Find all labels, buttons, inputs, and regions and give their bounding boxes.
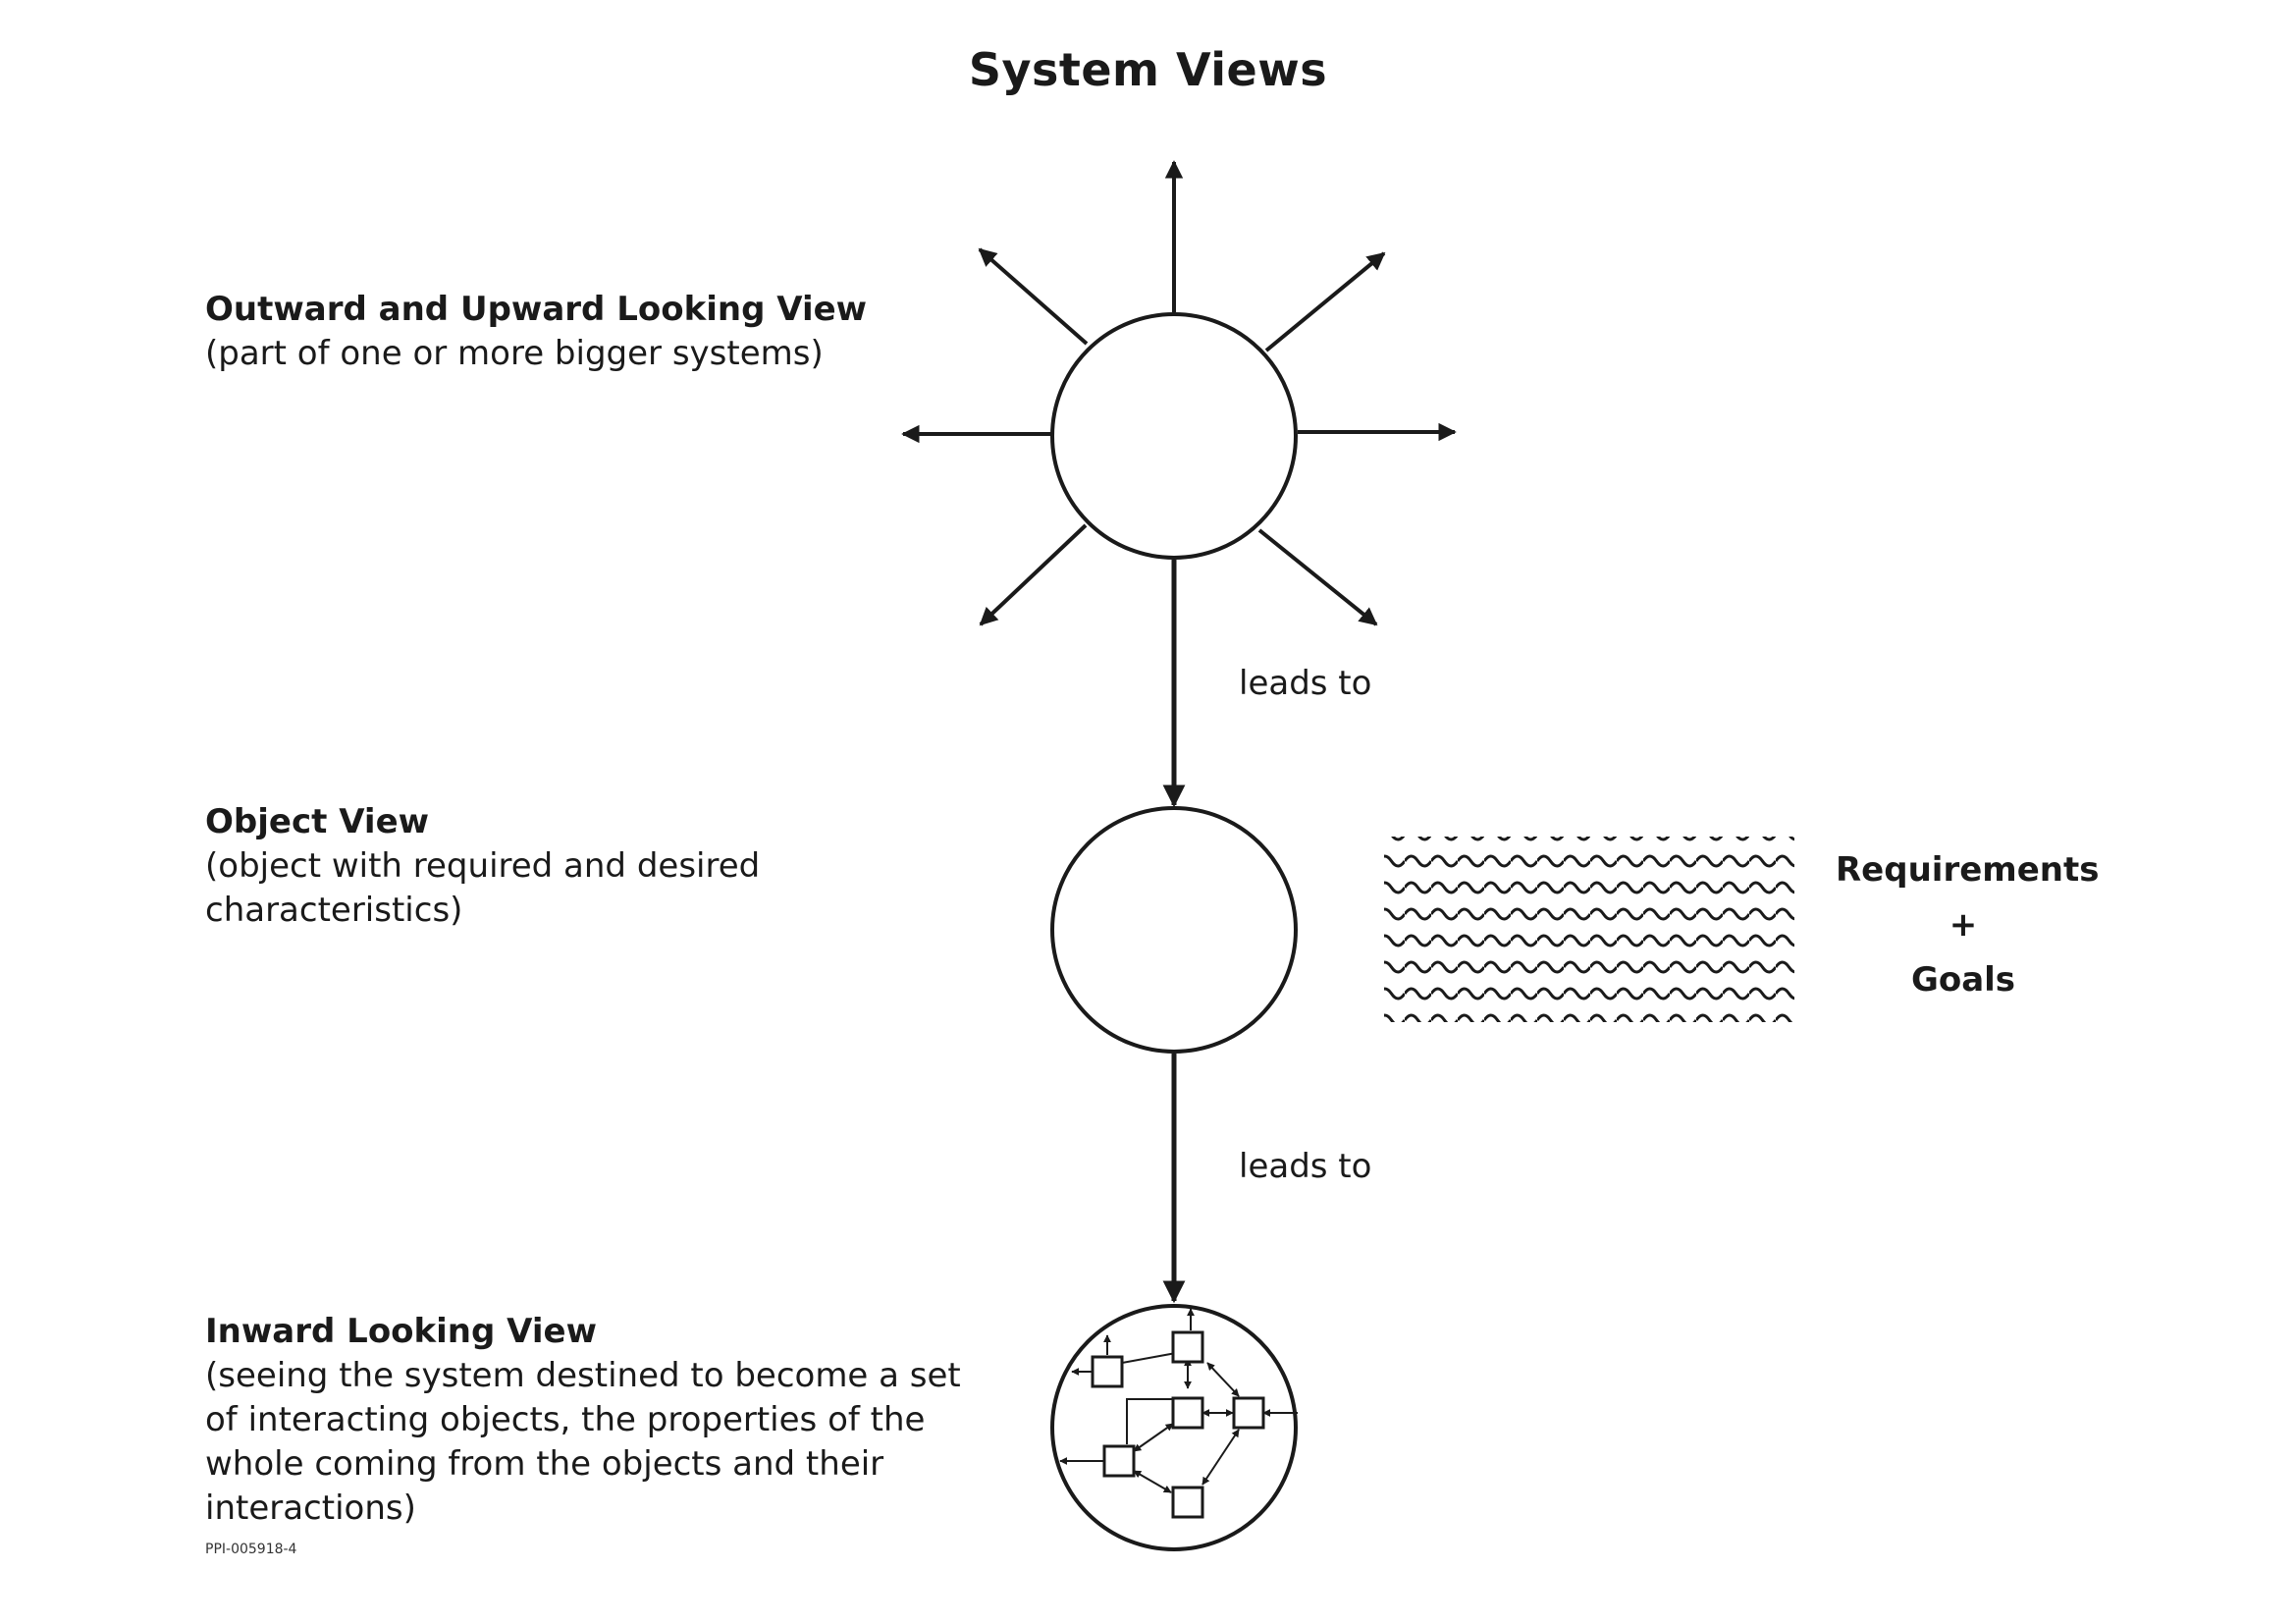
inward-view-graphic (1050, 1304, 1298, 1551)
leads-to-label-2: leads to (1239, 1147, 1372, 1186)
outward-view-heading: Outward and Upward Looking View (205, 290, 868, 329)
object-view-heading: Object View (205, 802, 430, 841)
object-view-circle (1050, 806, 1298, 1054)
object-box (1171, 1396, 1204, 1430)
outward-arrow-up-left (978, 247, 1089, 346)
outward-view-graphic (901, 160, 1457, 626)
interaction-link (1133, 1470, 1172, 1493)
goals-label: Goals (1910, 960, 2016, 1000)
outward-system-circle (1050, 312, 1298, 560)
object-box (1102, 1444, 1136, 1478)
requirements-wavy-lines (1384, 837, 1794, 1022)
interaction-link (1126, 1398, 1173, 1444)
outward-arrow-down-left (979, 523, 1088, 626)
leads-to-label-1: leads to (1239, 664, 1372, 703)
inward-view-label: Inward Looking View (seeing the system d… (205, 1310, 961, 1531)
interaction-link (1201, 1429, 1240, 1486)
object-box (1171, 1330, 1204, 1364)
object-box (1171, 1486, 1204, 1519)
page-title: System Views (968, 43, 1328, 96)
interaction-link (1133, 1423, 1174, 1452)
plus-label: + (1949, 905, 1978, 945)
outward-view-description: (part of one or more bigger systems) (205, 334, 824, 373)
object-view-description: (object with required and desired charac… (205, 846, 761, 930)
inward-view-heading: Inward Looking View (205, 1312, 598, 1351)
outward-arrow-up-right (1264, 251, 1386, 352)
object-view-label: Object View (object with required and de… (205, 800, 760, 933)
figure-code: PPI-005918-4 (205, 1542, 297, 1557)
outward-arrow-down-right (1257, 528, 1378, 626)
object-box (1091, 1355, 1124, 1388)
interaction-link (1206, 1362, 1240, 1397)
requirements-label: Requirements (1836, 850, 2100, 890)
interaction-link (1121, 1352, 1177, 1364)
inward-view-description: (seeing the system destined to become a … (205, 1356, 961, 1528)
outward-view-label: Outward and Upward Looking View (part of… (205, 288, 867, 376)
requirements-goals-annotation: Requirements + Goals (1836, 842, 2100, 1007)
object-box (1232, 1396, 1265, 1430)
